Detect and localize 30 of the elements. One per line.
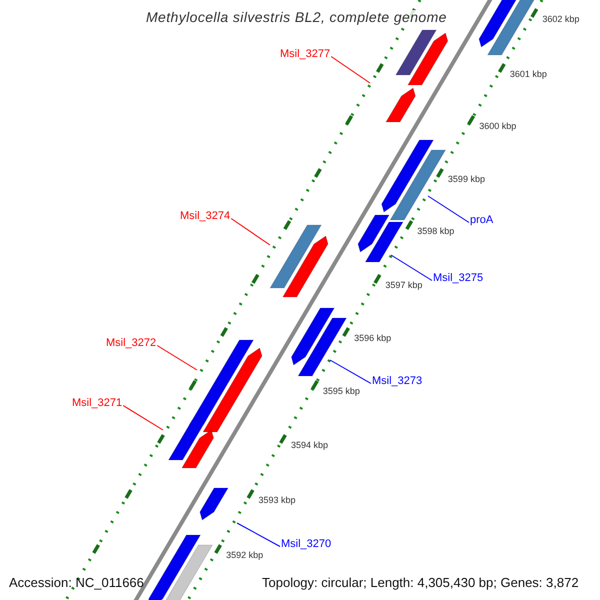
accession-text: Accession: NC_011666 (9, 576, 144, 589)
tick-label: 3601 kbp (510, 70, 547, 79)
leader-line (428, 196, 470, 223)
gene-label: Msil_3270 (281, 539, 332, 550)
tick-label: 3593 kbp (258, 496, 296, 505)
tick-label: 3596 kbp (354, 334, 392, 343)
tick-label: 3600 kbp (479, 122, 516, 131)
tick-label: 3599 kbp (448, 175, 485, 184)
gene-label: Msil_3273 (372, 376, 422, 387)
tick-label: 3594 kbp (290, 441, 328, 450)
tick-label: 3598 kbp (417, 227, 454, 236)
tick-label: 3595 kbp (322, 387, 360, 396)
gene-label: Msil_3272 (106, 338, 156, 349)
leader-line (236, 522, 280, 547)
genome-summary-text: Topology: circular; Length: 4,305,430 bp; Genes: 3,872 (262, 576, 579, 589)
leader-line (156, 345, 198, 370)
tick-label: 3592 kbp (226, 551, 264, 560)
gene-label: Msil_3277 (280, 49, 330, 60)
leader-line (330, 56, 370, 84)
leader-line (330, 360, 372, 384)
gene-label: Msil_3271 (72, 398, 122, 409)
leader-line (122, 405, 164, 430)
leader-line (390, 254, 432, 281)
gene-label: proA (470, 215, 494, 226)
gene-label: Msil_3275 (433, 273, 484, 284)
gene-label: Msil_3274 (180, 211, 230, 222)
leader-line (230, 218, 270, 246)
tick-label: 3597 kbp (385, 281, 422, 290)
tick-label: 3602 kbp (542, 15, 580, 24)
title: Methylocella silvestris BL2, complete genome (146, 10, 447, 24)
